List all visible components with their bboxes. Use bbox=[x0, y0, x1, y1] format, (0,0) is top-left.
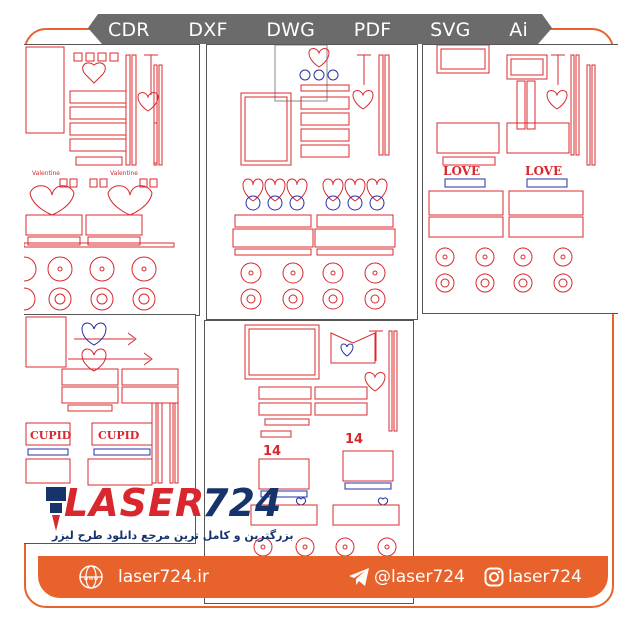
footer-telegram[interactable]: @laser724 bbox=[348, 556, 465, 598]
preview-text-cupid: CUPID bbox=[30, 429, 72, 442]
preview-text-14: 14 bbox=[263, 444, 281, 459]
logo-word: LASER bbox=[64, 481, 206, 525]
website-text: laser724.ir bbox=[118, 567, 210, 587]
format-list: CDR DXF DWG PDF SVG Ai bbox=[108, 16, 528, 44]
footer-bar: www laser724.ir @laser724 laser724 bbox=[38, 556, 608, 598]
www-globe-icon: www bbox=[79, 565, 103, 589]
preview-text-love-2: LOVE bbox=[525, 164, 562, 178]
instagram-icon bbox=[484, 567, 504, 587]
format-ai: Ai bbox=[509, 19, 528, 41]
preview-text-love: LOVE bbox=[443, 164, 480, 178]
telegram-icon bbox=[349, 568, 369, 586]
preview-text-valentine-2: Valentine bbox=[110, 170, 138, 177]
logo-tagline: بزرگترین و کامل ترین مرجع دانلود طرح لیز… bbox=[52, 529, 294, 542]
preview-text-14-2: 14 bbox=[345, 432, 363, 447]
format-dwg: DWG bbox=[266, 19, 316, 41]
preview-text-valentine: Valentine bbox=[32, 170, 60, 177]
format-dxf: DXF bbox=[188, 19, 228, 41]
cad-sheet-1: Valentine Valentine bbox=[24, 44, 200, 316]
logo-number: 724 bbox=[202, 481, 282, 525]
svg-text:www: www bbox=[84, 575, 99, 582]
preview-text-cupid-2: CUPID bbox=[98, 429, 140, 442]
format-bar bbox=[88, 14, 552, 44]
cad-sheet-3: LOVE LOVE bbox=[422, 44, 618, 314]
telegram-text: @laser724 bbox=[374, 567, 465, 587]
format-svg: SVG bbox=[430, 19, 471, 41]
format-pdf: PDF bbox=[353, 19, 392, 41]
cad-sheet-2 bbox=[206, 44, 418, 320]
footer-website[interactable]: www laser724.ir bbox=[78, 556, 209, 598]
instagram-text: laser724 bbox=[508, 567, 582, 587]
laser724-logo: LASER 724 بزرگترین و کامل ترین مرجع دانل… bbox=[42, 481, 293, 545]
format-cdr: CDR bbox=[108, 19, 150, 41]
footer-instagram[interactable]: laser724 bbox=[484, 556, 582, 598]
